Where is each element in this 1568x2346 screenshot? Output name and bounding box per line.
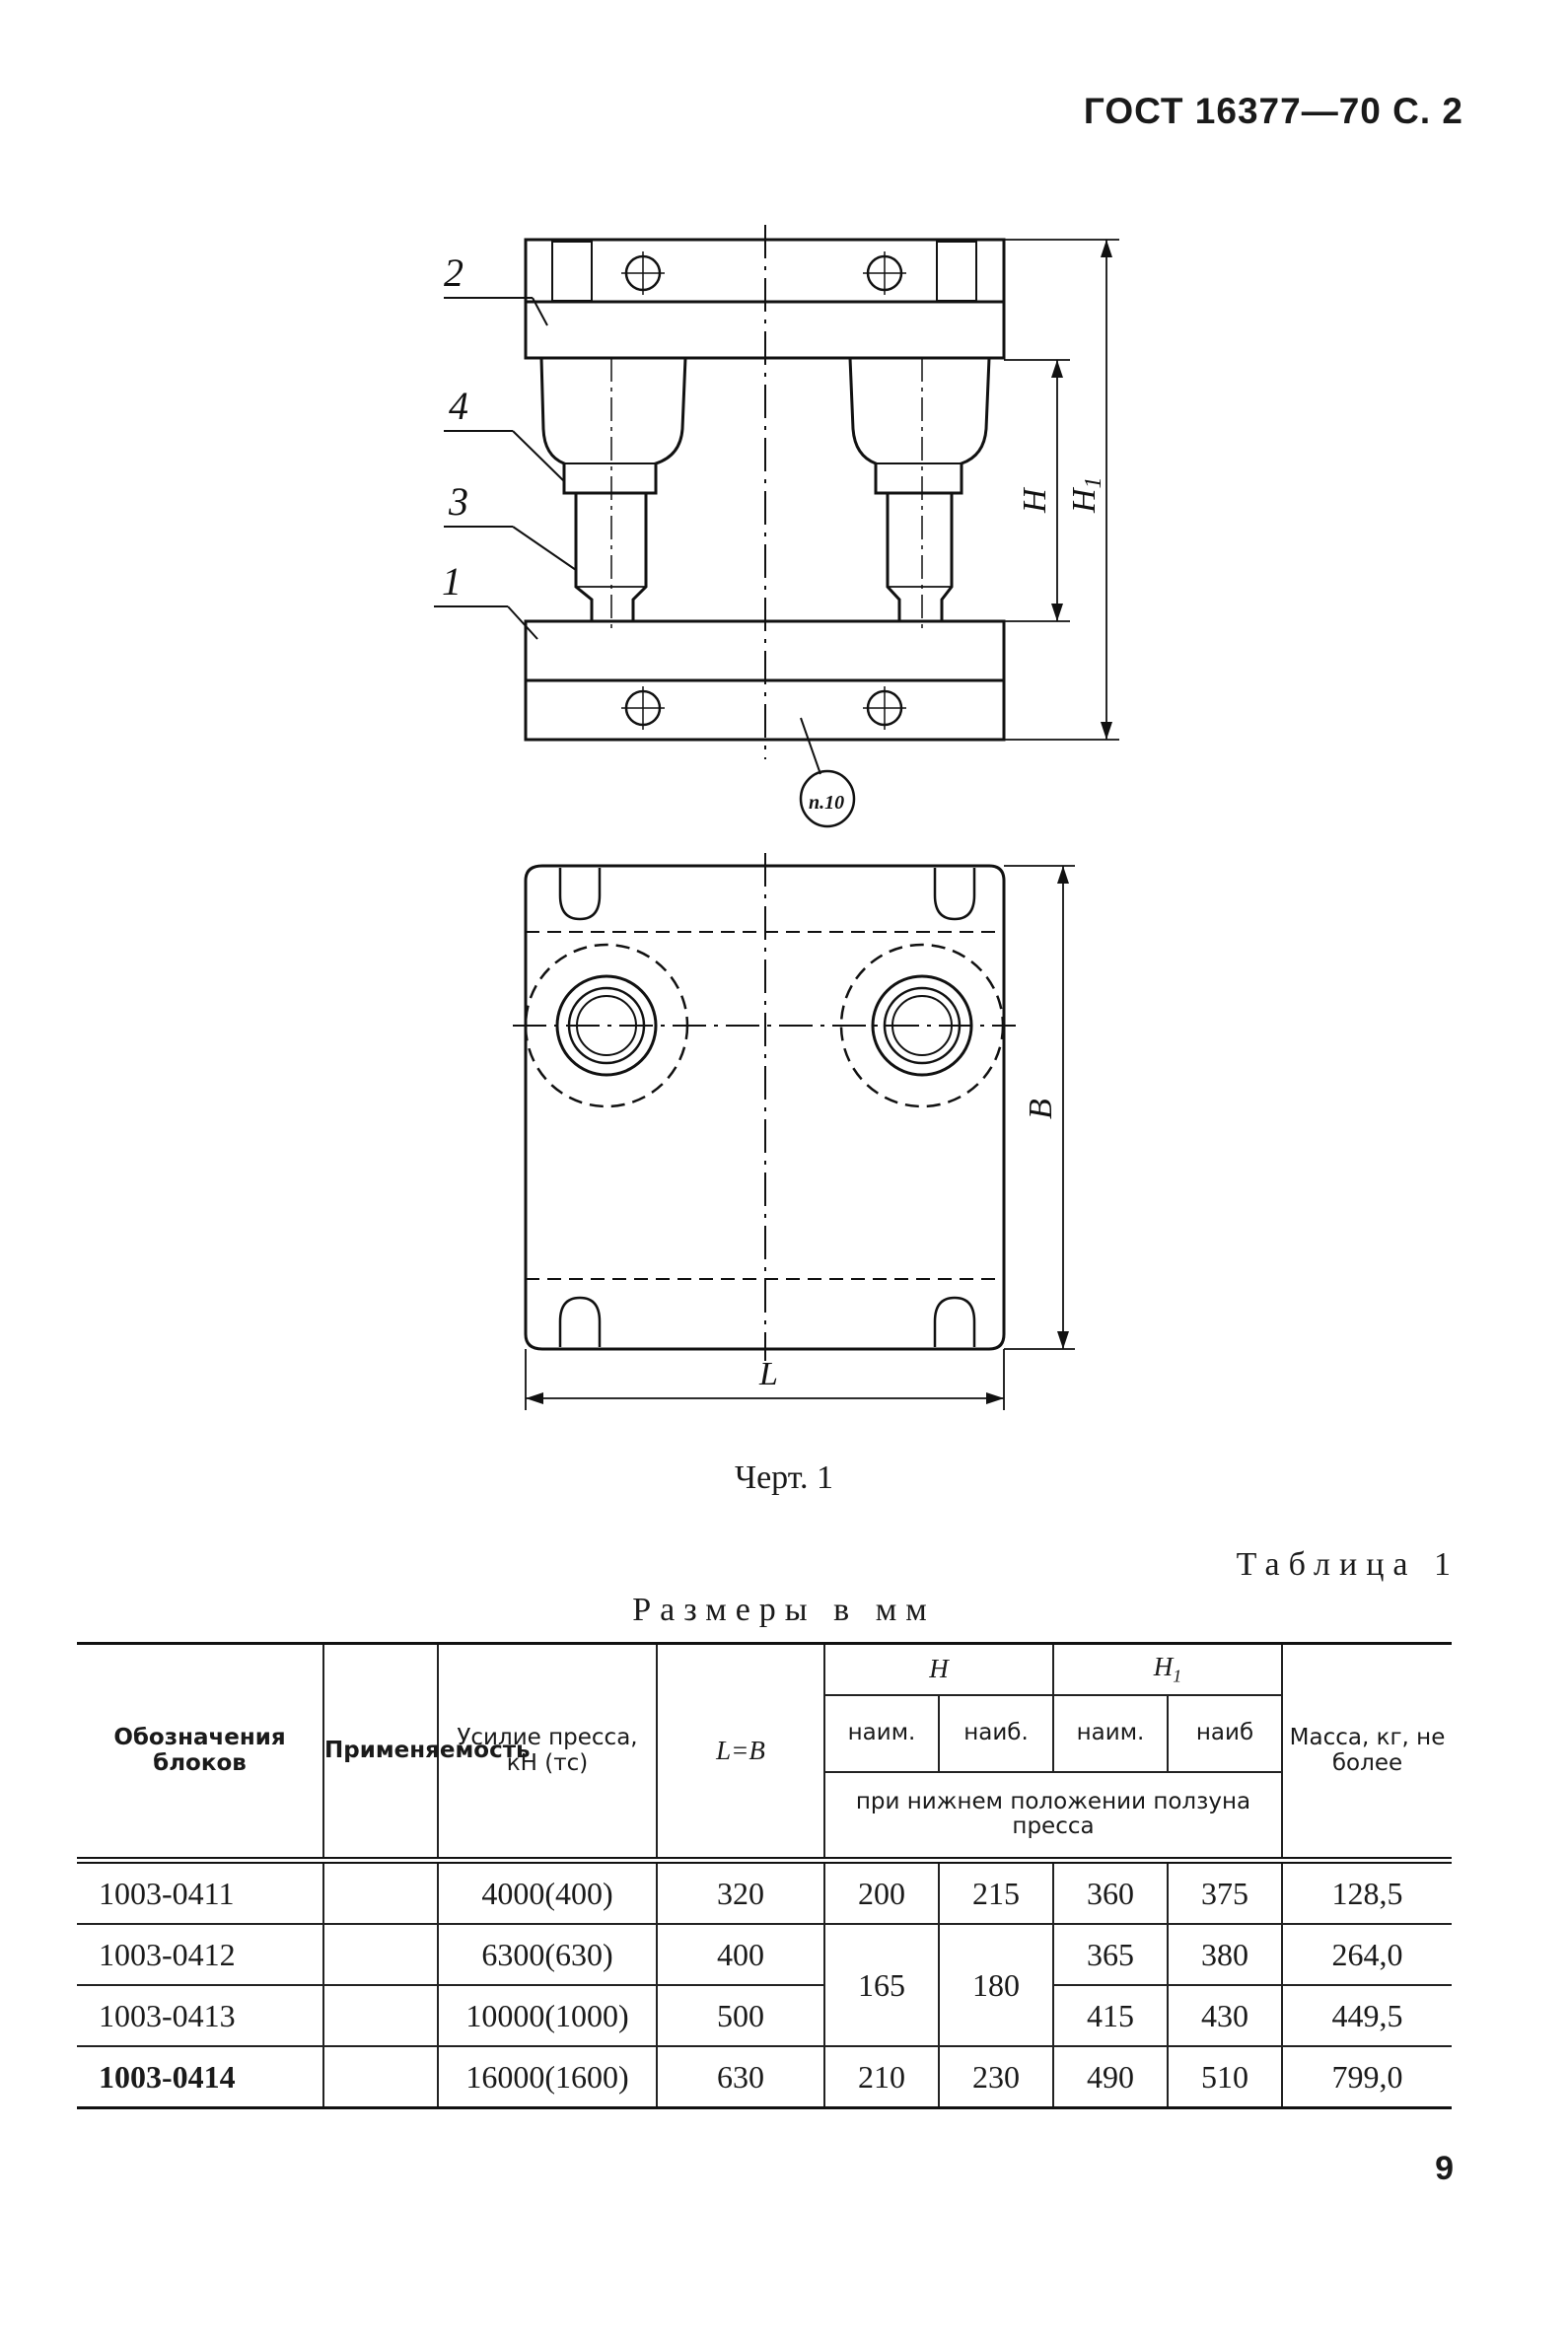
plan-view-plate <box>524 864 1006 1351</box>
cell-mass: 449,5 <box>1281 1985 1452 2047</box>
cell-h-max: 180 <box>938 1924 1053 2047</box>
cell-h1-max: 430 <box>1167 1985 1282 2047</box>
dimension-b-label: B <box>1023 1099 1059 1119</box>
cell-h1-min: 415 <box>1052 1985 1168 2047</box>
cell-designation: 1003-0414 <box>77 2046 323 2109</box>
header-force: Усилие пресса, кН (тс) <box>437 1642 657 1861</box>
callout-1: 1 <box>442 559 462 604</box>
dimension-l-label: L <box>758 1356 778 1392</box>
dimensions-table: Обозначения блоков Применяемость Усилие … <box>77 1642 1452 2109</box>
header-applicability: Применяемость <box>322 1642 531 1861</box>
header-h-min: наим. <box>823 1694 939 1773</box>
cell-lb: 500 <box>656 1985 824 2047</box>
cell-lb: 400 <box>656 1924 824 1986</box>
cell-force: 16000(1600) <box>437 2046 657 2109</box>
header-lb: L=B <box>656 1642 824 1861</box>
cell-h-max: 215 <box>938 1857 1053 1925</box>
figure-caption: Черт. 1 <box>734 1459 834 1496</box>
dimension-h-label: H <box>1017 486 1053 514</box>
document-header: ГОСТ 16377—70 С. 2 <box>1083 91 1463 131</box>
right-guide-post <box>886 493 954 623</box>
callout-4: 4 <box>449 384 468 428</box>
cell-h1-max: 380 <box>1167 1924 1282 1986</box>
cell-h-min: 165 <box>823 1924 939 2047</box>
table-title: Таблица 1 <box>1236 1546 1460 1583</box>
cell-h1-min: 365 <box>1052 1924 1168 1986</box>
cell-lb: 320 <box>656 1857 824 1925</box>
callout-3: 3 <box>448 479 468 524</box>
header-h1: H1 <box>1052 1642 1282 1696</box>
callout-2: 2 <box>444 250 463 295</box>
cell-applicability <box>322 2046 438 2109</box>
header-designation: Обозначения блоков <box>77 1642 323 1861</box>
cell-applicability <box>322 1924 438 1986</box>
cell-h1-max: 510 <box>1167 2046 1282 2109</box>
header-h1-max: наиб <box>1167 1694 1282 1773</box>
reference-mark-label: п.10 <box>809 792 844 814</box>
cell-force: 10000(1000) <box>437 1985 657 2047</box>
cell-h-max: 230 <box>938 2046 1053 2109</box>
cell-h1-min: 360 <box>1052 1857 1168 1925</box>
right-bushing <box>848 357 991 495</box>
left-bushing <box>539 357 687 495</box>
cell-h-min: 200 <box>823 1857 939 1925</box>
cell-h-min: 210 <box>823 2046 939 2109</box>
cell-designation: 1003-0411 <box>77 1857 323 1925</box>
cell-mass: 264,0 <box>1281 1924 1452 1986</box>
cell-lb: 630 <box>656 2046 824 2109</box>
cell-applicability <box>322 1985 438 2047</box>
header-h1-min: наим. <box>1052 1694 1168 1773</box>
dimension-h1-label: H1 <box>1066 476 1106 514</box>
cell-force: 6300(630) <box>437 1924 657 1986</box>
table-units: Размеры в мм <box>632 1592 936 1628</box>
cell-h1-min: 490 <box>1052 2046 1168 2109</box>
header-h: H <box>823 1642 1053 1696</box>
cell-force: 4000(400) <box>437 1857 657 1925</box>
cell-designation: 1003-0412 <box>77 1924 323 1986</box>
technical-drawing: 2 4 3 1 H H1 B L п.10 <box>434 225 1119 1410</box>
cell-applicability <box>322 1857 438 1925</box>
header-h-max: наиб. <box>938 1694 1053 1773</box>
cell-h1-max: 375 <box>1167 1857 1282 1925</box>
header-slide-note: при нижнем положении ползуна пресса <box>823 1771 1282 1861</box>
cell-designation: 1003-0413 <box>77 1985 323 2047</box>
page-number: 9 <box>1435 2150 1454 2187</box>
cell-mass: 128,5 <box>1281 1857 1452 1925</box>
cell-mass: 799,0 <box>1281 2046 1452 2109</box>
header-mass: Масса, кг, не более <box>1281 1642 1452 1861</box>
